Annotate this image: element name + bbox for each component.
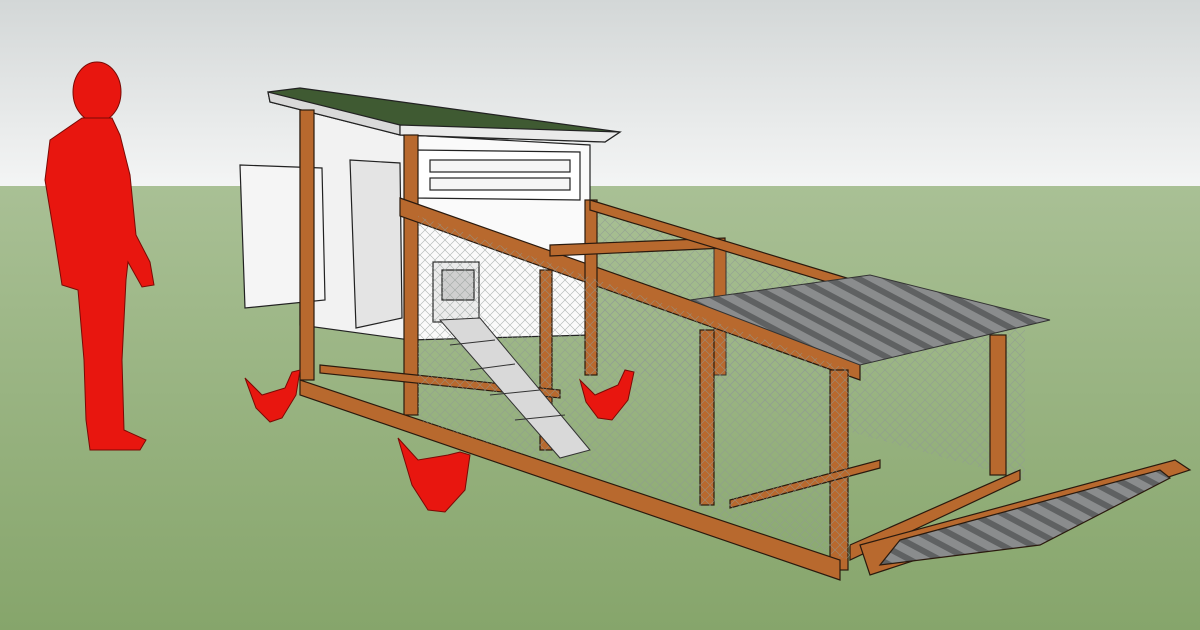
chicken xyxy=(579,369,635,421)
sky xyxy=(0,0,1200,188)
chicken xyxy=(244,369,301,423)
person-silhouette xyxy=(44,61,155,451)
chicken xyxy=(397,437,471,513)
corrugated-roof xyxy=(689,274,1051,366)
chickens xyxy=(244,369,635,513)
coop-door-side xyxy=(349,159,403,329)
ramp xyxy=(438,317,591,459)
run-end-panel xyxy=(859,459,1192,576)
run-mesh xyxy=(418,216,850,560)
